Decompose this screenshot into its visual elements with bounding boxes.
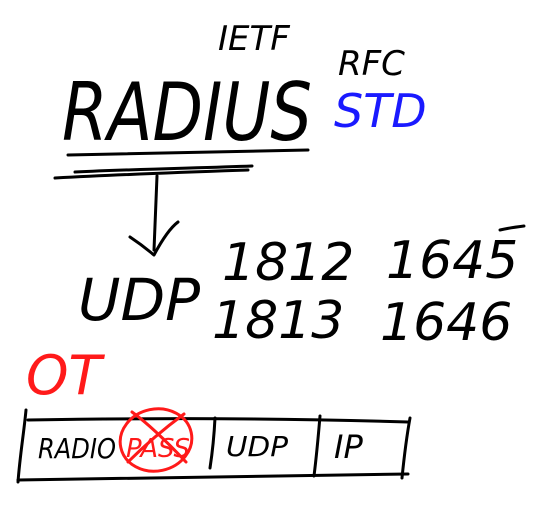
std-label: STD — [334, 84, 427, 138]
radius-underline-bottom-2 — [73, 164, 254, 174]
divider-1 — [208, 416, 217, 470]
radius-underline-bottom — [53, 168, 250, 180]
segment-pass: PASS — [126, 434, 190, 464]
pass-crossed-out-icon — [118, 407, 194, 473]
radius-underline-top — [66, 148, 310, 157]
segment-radio: RADIO — [38, 432, 116, 465]
port-1645: 1645 — [386, 231, 518, 291]
port-1645-stroke — [498, 224, 526, 232]
divider-2 — [312, 414, 322, 478]
port-1812: 1812 — [222, 233, 354, 293]
ietf-label: IETF — [218, 19, 290, 59]
rfc-label: RFC — [338, 44, 405, 84]
port-1646: 1646 — [380, 293, 512, 353]
down-arrow-icon — [128, 174, 180, 257]
segment-ip: IP — [334, 428, 363, 466]
segment-udp: UDP — [226, 430, 288, 463]
ot-label: OT — [26, 344, 106, 407]
port-1813: 1813 — [212, 291, 344, 351]
udp-label: UDP — [78, 266, 200, 334]
encap-box — [16, 408, 412, 484]
radius-title: RADIUS — [62, 66, 312, 159]
